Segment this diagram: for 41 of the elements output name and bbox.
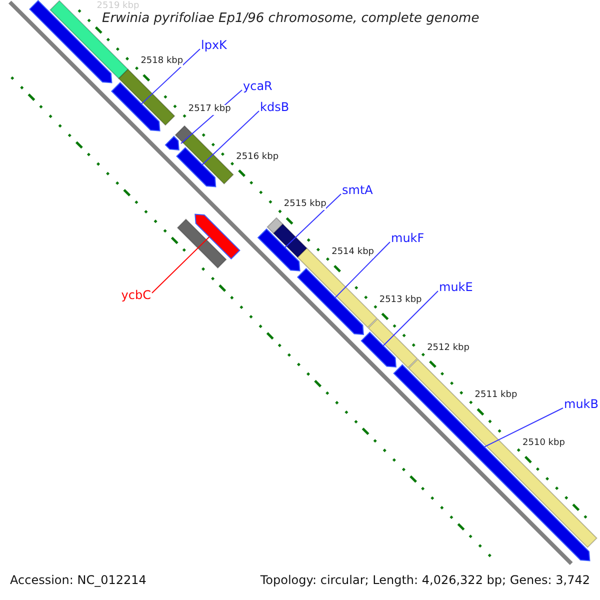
gene-label: mukE <box>439 281 473 295</box>
feature-bar <box>408 358 598 548</box>
feature-bar <box>118 68 176 126</box>
feature-bar <box>176 218 227 269</box>
gene-label: smtA <box>342 184 373 198</box>
gene-label: mukB <box>564 398 598 412</box>
feature-bar <box>368 318 418 368</box>
leader-line <box>484 408 564 448</box>
gene-feature <box>296 268 364 335</box>
scale-label: 2516 kbp <box>236 152 279 163</box>
accession-text: Accession: NC_012214 <box>10 574 146 588</box>
leader-line <box>382 290 438 346</box>
gene-feature <box>176 147 216 188</box>
leader-line <box>334 242 390 298</box>
scale-label: 2510 kbp <box>522 439 565 449</box>
feature-bar <box>182 132 234 185</box>
scale-label: 2512 kbp <box>427 344 470 354</box>
feature-bar <box>272 223 308 258</box>
scale-label: 2517 kbp <box>188 105 231 115</box>
gene-feature <box>111 82 160 132</box>
gene-label: mukF <box>391 232 424 246</box>
scale-label: 2518 kbp <box>140 57 184 68</box>
gene-label: lpxK <box>201 39 227 53</box>
scale-label: 2513 kbp <box>379 296 422 306</box>
gene-label: ycbC <box>121 289 151 303</box>
title: Erwinia pyrifoliae Ep1/96 chromosome, complete genome <box>102 12 480 26</box>
genome-info-text: Topology: circular; Length: 4,026,322 bp; Genes: 3,742 <box>260 574 590 588</box>
scale-label: 2515 kbp <box>284 200 326 210</box>
gene-feature <box>164 136 180 150</box>
gene-feature <box>360 332 396 368</box>
leader-line <box>202 110 260 166</box>
gene-label: kdsB <box>260 101 290 115</box>
gene-feature <box>194 214 240 260</box>
scale-label: 2511 kbp <box>474 391 518 402</box>
gene-label: ycaR <box>243 80 272 94</box>
gene-feature <box>257 228 300 272</box>
leader-line <box>152 236 210 294</box>
scale-label: 2514 kbp <box>332 248 374 258</box>
feature-bar <box>296 247 378 328</box>
leader-line <box>284 194 342 248</box>
leader-line <box>140 48 200 104</box>
